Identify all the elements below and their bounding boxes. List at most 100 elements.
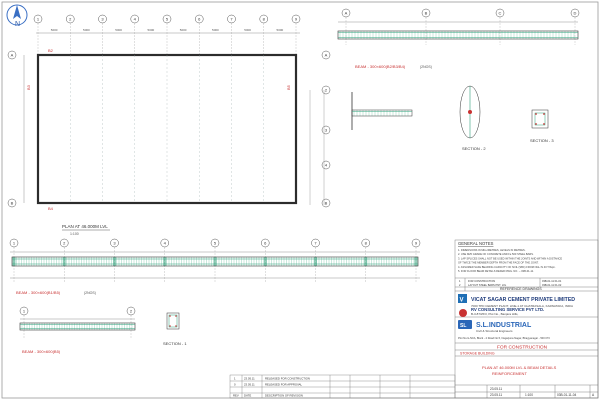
beam-b-grid-3: 3: [110, 238, 119, 248]
rev-row-desc: RELEASED FOR CONSTRUCTION: [265, 377, 310, 381]
grid-bubble-top-1: 1: [33, 14, 43, 24]
svg-text:3: 3: [101, 17, 104, 22]
beam-mark-right: B5: [286, 84, 291, 90]
ref-row-title: FOR CONSTRUCTION: [468, 279, 495, 283]
ref-heading: REFERENCE DRAWINGS: [500, 287, 542, 291]
svg-text:1: 1: [13, 241, 16, 246]
plan-dim-label: 5000: [148, 28, 155, 32]
rev-row-rev: 0: [234, 383, 236, 387]
svg-text:4: 4: [164, 241, 167, 246]
beam-mark-left: B3: [26, 84, 31, 90]
section-detail-area: SECTION - 2 SECTION - 3: [351, 85, 554, 151]
north-arrow-icon: N: [6, 4, 28, 28]
svg-text:6: 6: [198, 17, 201, 22]
grid-bubble-top-3: 3: [98, 14, 107, 24]
beam-b-grid-2: 2: [60, 238, 69, 248]
svg-text:B: B: [325, 201, 328, 206]
client-address: 7000 TPD CEMENT PLANT, LINE-1 AT CHATRAS…: [471, 304, 573, 308]
plan-dim-label: 5000: [180, 28, 187, 32]
consultant-logo: [459, 309, 467, 317]
svg-text:4: 4: [325, 163, 328, 168]
grid-bubble-top-2: 2: [66, 14, 75, 24]
svg-text:A: A: [11, 53, 14, 58]
svg-text:5: 5: [166, 17, 169, 22]
beam-b-note: (2NOS): [84, 291, 96, 295]
contractor-logo: SL: [458, 320, 472, 329]
svg-text:1: 1: [23, 309, 26, 314]
plan-dim-label: 5000: [277, 28, 284, 32]
grid-bubble-right-mid: 3: [321, 125, 331, 135]
rev-row-desc: RELEASED FOR APPROVAL: [265, 383, 303, 387]
ref-row-no: 1: [459, 279, 461, 283]
grid-bubble-right-mid: 4: [321, 160, 331, 170]
svg-text:2: 2: [325, 88, 328, 93]
svg-text:3: 3: [113, 241, 116, 246]
svg-text:A: A: [325, 53, 328, 58]
grid-bubble-top-4: 4: [130, 14, 139, 24]
svg-text:8: 8: [365, 241, 368, 246]
sheet-revision: A: [592, 393, 595, 397]
svg-text:8: 8: [263, 17, 266, 22]
beam-a-grid-B: B: [421, 8, 431, 18]
svg-text:1: 1: [37, 17, 40, 22]
beam-b-title: BEAM - 300×600(B1/B5): [16, 290, 61, 295]
client-name: VICAT SAGAR CEMENT PRIVATE LIMITED: [471, 297, 575, 303]
beam-mark-bottom: B4: [48, 206, 54, 211]
grid-bubble-side-right-A: A: [321, 50, 331, 60]
grid-bubble-top-5: 5: [162, 14, 172, 24]
svg-text:7: 7: [230, 17, 233, 22]
svg-text:SL: SL: [460, 323, 466, 329]
svg-text:B: B: [11, 201, 14, 206]
section-3-label: SECTION - 3: [530, 138, 554, 143]
consultant-name: RV CONSULTING SERVICE PVT LTD.: [471, 307, 544, 312]
plan-dim-label: 5000: [212, 28, 219, 32]
beam-b-grid-9: 9: [411, 238, 421, 248]
note-line: OF TWICE THE MEMBER DEPTH FROM THE FACE …: [458, 261, 539, 265]
beam-c-grid-2: 2: [126, 306, 136, 316]
beam-a-note: (2NOS): [420, 65, 432, 69]
note-line: 4. ASSUMED SAFE BEARING CAPACITY OF SOIL…: [458, 265, 556, 269]
svg-text:7: 7: [314, 241, 317, 246]
drawing-title-1: PLAN AT 46.000M LVL & BEAM DETAILS: [482, 365, 557, 370]
plan-dim-label: 5000: [51, 28, 58, 32]
rev-row-rev: 1: [234, 377, 236, 381]
beam-b-grid-6: 6: [261, 238, 270, 248]
beam-b-grid-5: 5: [210, 238, 220, 248]
grid-bubble-side-B: B: [7, 198, 17, 208]
plan-label: PLAN AT 46.000M LVL: [62, 224, 108, 229]
plan-dim-label: 5000: [115, 28, 122, 32]
note-line: 2. USE M25 GRADE OF CONCRETE AND Fe 500 …: [458, 252, 534, 256]
beam-a-grid-C: C: [495, 8, 505, 18]
ref-row-title: LAYOUT STEEL BARS PNT. LVL: [468, 283, 507, 287]
plan-dim-label: 5000: [244, 28, 251, 32]
note-line: 3. LAP SPLICES SHALL NOT BE USED WITHIN …: [458, 256, 562, 260]
grid-bubble-top-8: 8: [259, 14, 268, 24]
contractor-address: Plot No.G-52/A, Block - 4 Road No.5, Nag…: [458, 336, 550, 340]
sheet-date-1: 23.05.11: [490, 387, 502, 391]
drawing-title-2: REINFORCEMENT: [492, 371, 527, 376]
beam-b-grid-8: 8: [361, 238, 370, 248]
plan-scale: 1:100: [70, 232, 79, 236]
svg-text:6: 6: [264, 241, 267, 246]
grid-bubble-side-A: A: [7, 50, 17, 60]
contractor-sub: Civil & Structural Engineers: [476, 329, 513, 333]
ref-row-no: 2: [459, 283, 461, 287]
beam-c-grid-1: 1: [19, 306, 29, 316]
notes-heading: GENERAL NOTES: [458, 241, 494, 246]
north-label: N: [15, 21, 20, 28]
beam-b-grid-1: 1: [9, 238, 19, 248]
section-2-label: SECTION - 2: [462, 146, 486, 151]
beam-c-title: BEAM - 300×600(B5): [22, 349, 61, 354]
consultant-addr1: B-3-873/6/3, Plot No., Banjara Hills,: [471, 312, 519, 316]
svg-text:4: 4: [134, 17, 137, 22]
note-line: 5. FOR FLOOR BEAM DETAILS REFER DWG. NO.…: [458, 269, 534, 273]
plan-dim-label: 5000: [83, 28, 90, 32]
project-name: STORAGE BUILDING: [460, 352, 495, 356]
rev-row-date: 23.05.11: [244, 377, 255, 381]
ref-row-ref: 03B-01-11 01-01: [542, 279, 562, 283]
sheet-scale: 1:100: [525, 393, 533, 397]
svg-text:2: 2: [69, 17, 72, 22]
drawing-number: 03B-01-11-04: [557, 393, 576, 397]
svg-text:B: B: [425, 11, 428, 16]
